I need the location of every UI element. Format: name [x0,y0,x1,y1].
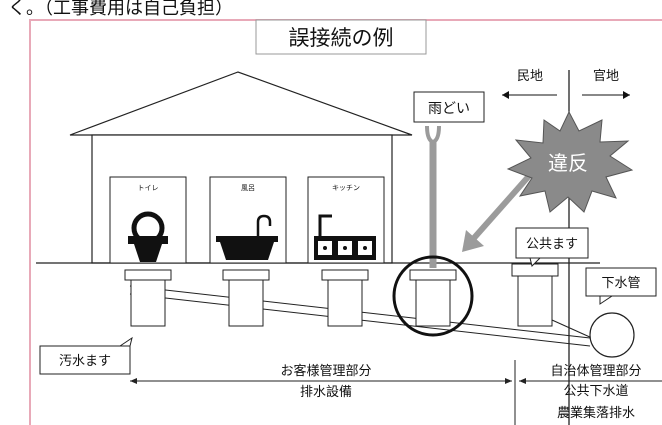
public-arrow-head [623,91,630,99]
violation-arrow [471,166,539,240]
violation-burst [506,110,634,213]
public-sewer-label: 公共下水道 [563,384,628,399]
header-fragment: く。（工事費用は自己負担） [8,0,233,19]
house-roof [69,71,413,136]
customer-section-arrow-left [130,378,137,384]
kitchen-sink-icon [314,214,376,260]
municipal-managed-label: 自治体管理部分 [550,364,641,379]
private-land-label: 民地 [517,69,543,84]
diagram-title: 誤接続の例 [289,26,394,50]
rural-drainage-label: 農業集落排水 [557,405,635,421]
bath-room: 風呂 [209,176,287,264]
sewage-box-3 [321,269,369,327]
sewage-box-callout-tail [118,336,133,347]
public-box-callout [515,227,589,259]
sewage-box-label: 汚水ます [59,354,111,369]
public-box [511,263,559,327]
sewer-pipe-circle [589,312,635,358]
sewage-box-1 [124,269,172,327]
wrong-connection-circle [392,255,474,337]
rain-gutter-callout [413,91,485,123]
bathtub-icon [216,214,278,260]
sewer-connection-line [551,319,593,339]
sewer-pipe-callout [585,267,657,297]
rain-gutter-pipe [425,125,441,268]
rain-gutter-label: 雨どい [428,101,470,117]
violation-label: 違反 [548,151,588,175]
toilet-icon [128,211,168,262]
kitchen-label: キッチン [332,184,360,192]
violation-arrow-head [462,230,484,252]
drainage-facility-label: 排水設備 [300,384,352,400]
rain-box [409,269,457,327]
kitchen-room: キッチン [307,176,385,264]
municipal-section-arrow-left [519,378,526,384]
public-box-callout-tail [529,257,542,267]
toilet-label: トイレ [138,184,159,192]
customer-managed-label: お客様管理部分 [280,363,371,379]
customer-section-arrow-right [505,378,512,384]
sewage-box-2 [222,269,270,327]
public-box-label: 公共ます [526,237,578,252]
sewage-box-callout [39,345,131,375]
bath-label: 風呂 [241,184,255,192]
sewer-pipe-callout-tail [599,295,614,305]
private-arrow-head [502,91,509,99]
title-box [255,19,427,55]
toilet-room: トイレ [109,176,187,264]
public-land-label: 官地 [593,68,619,84]
sewer-pipe-label: 下水管 [601,276,640,291]
